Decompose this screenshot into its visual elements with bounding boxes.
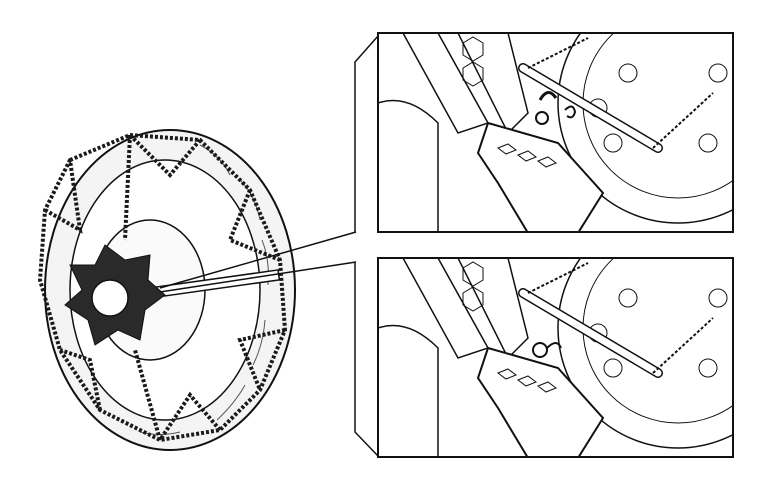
detail-panel-after — [377, 257, 734, 458]
hook-ring — [535, 111, 549, 125]
callout-lines — [159, 35, 379, 457]
hook-attached — [546, 342, 562, 349]
hook — [564, 105, 577, 119]
detail-panel-before — [377, 32, 734, 233]
arrow-icon — [538, 91, 558, 101]
hub-center — [91, 279, 129, 317]
chain-network — [37, 132, 288, 443]
hook-ring-attached — [532, 342, 548, 358]
tire-with-chain — [37, 129, 296, 451]
